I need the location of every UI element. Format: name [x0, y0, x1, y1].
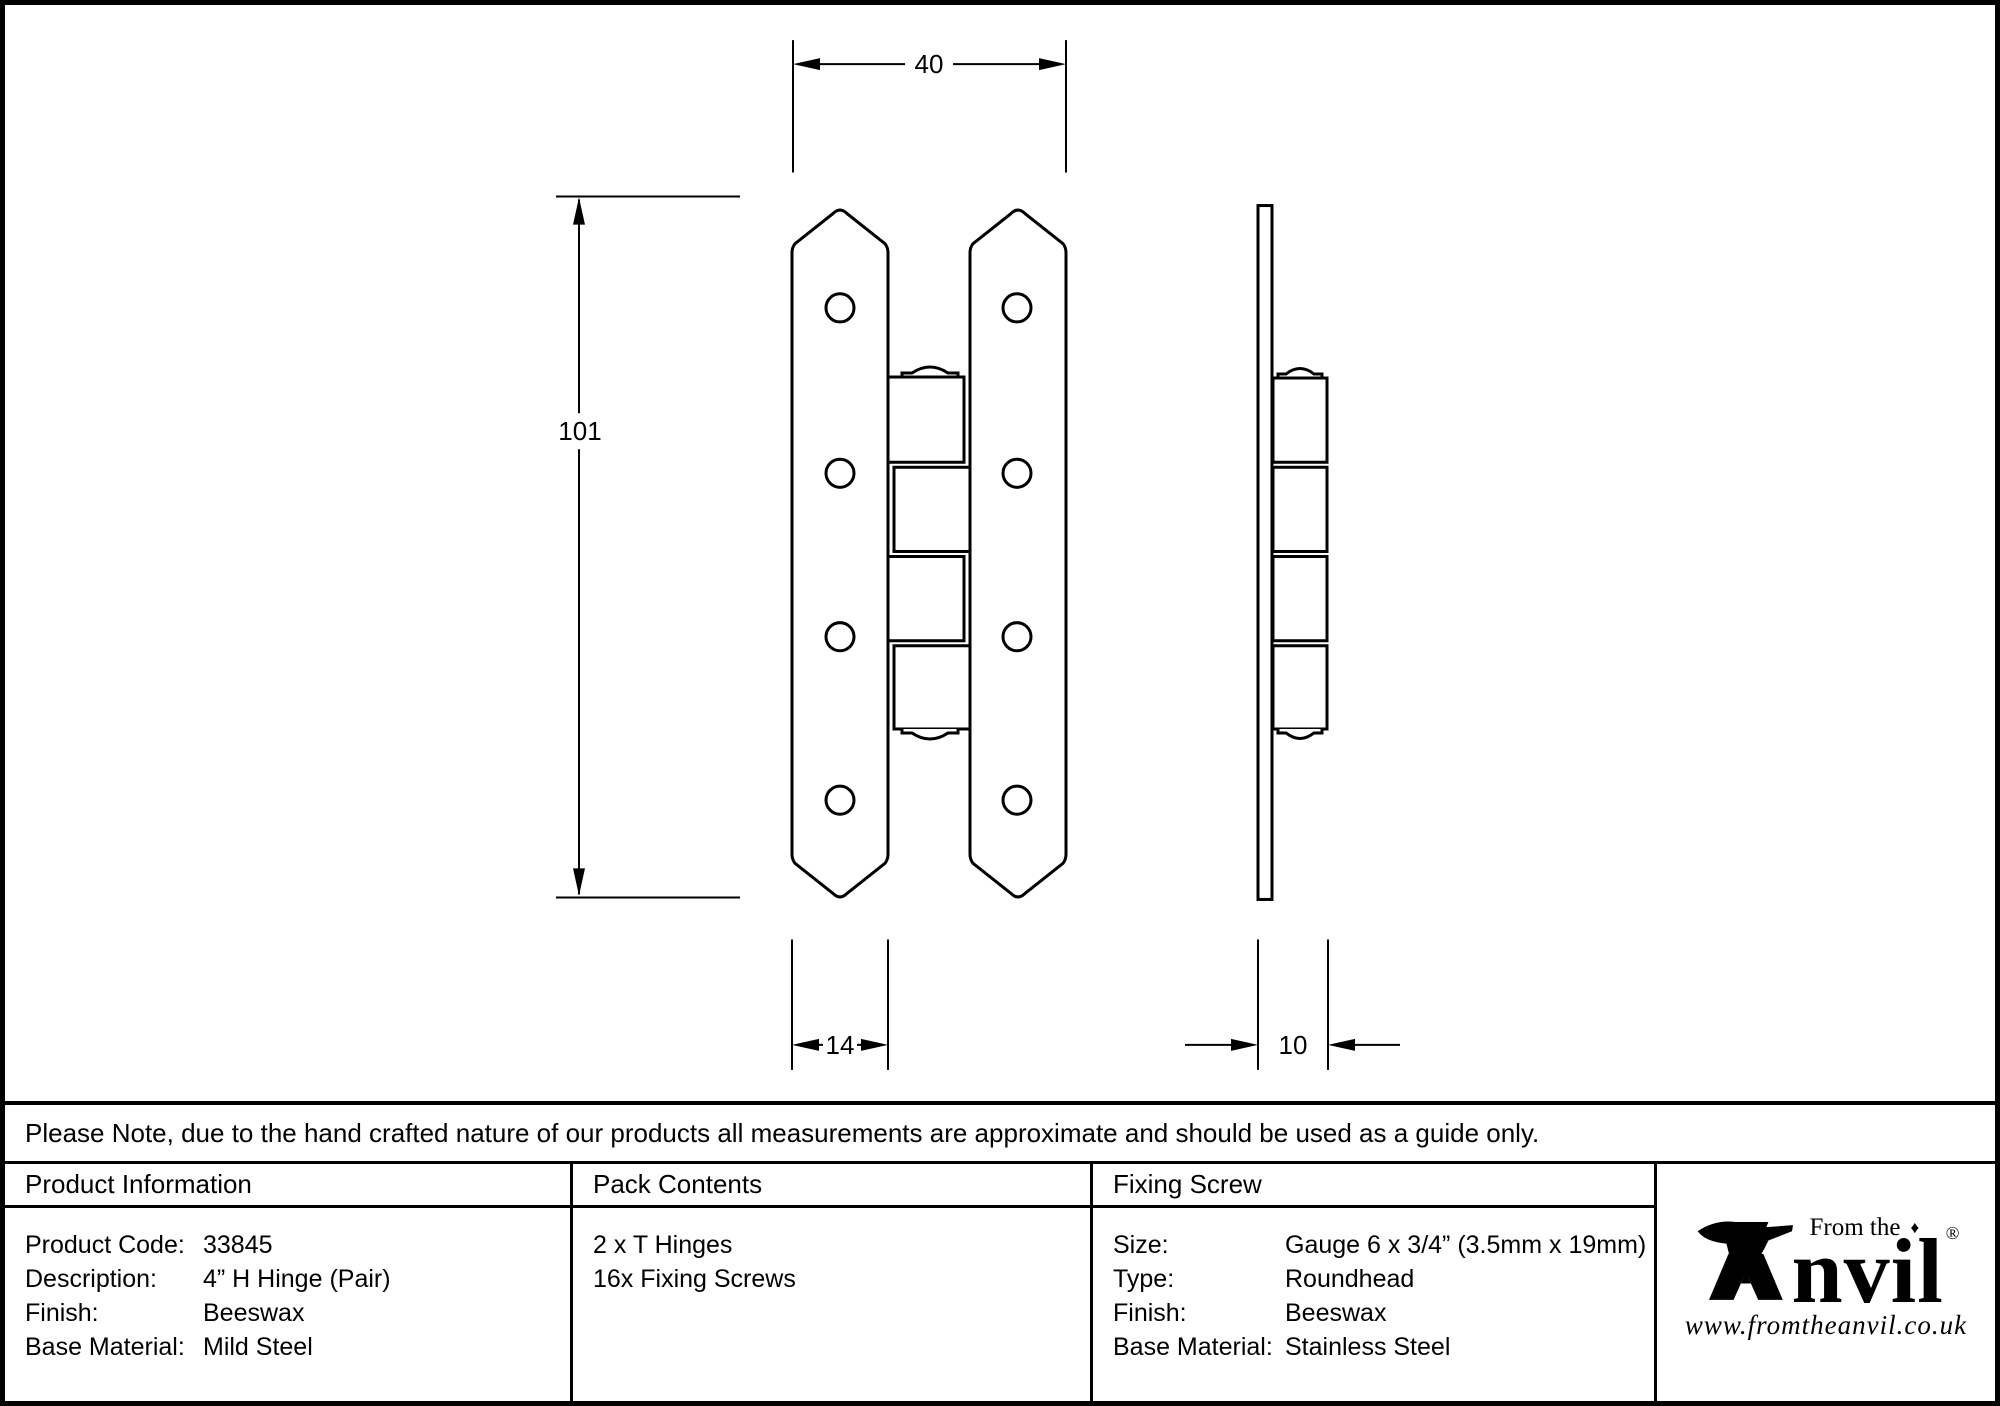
- row-value: Beeswax: [203, 1299, 305, 1327]
- pack-contents-column: Pack Contents 2 x T Hinges 16x Fixing Sc…: [570, 1164, 1090, 1401]
- brand-logo-cell: From the ♦ nvil® www.fromtheanvil.co.uk: [1654, 1164, 1995, 1401]
- table-row: Size: Gauge 6 x 3/4” (3.5mm x 19mm): [1113, 1228, 1654, 1262]
- arrowhead-right: [1231, 1038, 1258, 1051]
- technical-drawing-area: 40 101 14 10: [5, 5, 1995, 1105]
- dim-depth-label: 10: [1279, 1030, 1308, 1060]
- knuckle: [1271, 465, 1329, 553]
- pin-cap-top: [1276, 366, 1324, 379]
- row-label: Description:: [25, 1265, 157, 1293]
- logo-tagline: From the: [1809, 1213, 1901, 1241]
- screw-hole: [1001, 292, 1033, 324]
- pack-contents-body: 2 x T Hinges 16x Fixing Screws: [573, 1208, 1090, 1401]
- knuckle: [1271, 644, 1329, 731]
- product-information-header: Product Information: [5, 1164, 570, 1208]
- dimension-width-40: [792, 40, 1067, 173]
- arrowhead-right: [1039, 58, 1066, 71]
- row-value: 4” H Hinge (Pair): [203, 1265, 391, 1293]
- table-row: Product Code: 33845: [25, 1228, 570, 1262]
- list-item: 2 x T Hinges: [593, 1231, 733, 1259]
- table-row: Base Material: Stainless Steel: [1113, 1330, 1654, 1364]
- pin-cap-bottom: [1276, 728, 1324, 741]
- screw-hole: [824, 784, 856, 816]
- row-label: Finish:: [1113, 1299, 1187, 1327]
- hinge-drawing: 40 101 14 10: [556, 40, 1400, 1070]
- arrowhead-down: [573, 868, 585, 896]
- screw-hole: [1001, 784, 1033, 816]
- logo-wordmark: nvil®: [1791, 1219, 1961, 1322]
- table-row: Finish: Beeswax: [25, 1296, 570, 1330]
- pack-contents-header: Pack Contents: [573, 1164, 1090, 1208]
- arrowhead-left: [793, 58, 820, 71]
- knuckle: [886, 375, 966, 464]
- fixing-screw-column: Fixing Screw Size: Gauge 6 x 3/4” (3.5mm…: [1090, 1164, 1654, 1401]
- table-row: Finish: Beeswax: [1113, 1296, 1654, 1330]
- screw-hole: [1001, 457, 1033, 489]
- screw-hole: [1001, 621, 1033, 653]
- knuckle: [892, 465, 972, 553]
- front-view-right-leaf: [968, 208, 1068, 899]
- side-leaf: [1256, 204, 1274, 901]
- row-value: Beeswax: [1285, 1299, 1387, 1327]
- diamond-icon: ♦: [1910, 1217, 1920, 1237]
- dim-width-label: 40: [915, 49, 944, 79]
- knuckle: [892, 644, 972, 731]
- table-row: Type: Roundhead: [1113, 1262, 1654, 1296]
- dim-leaf-label: 14: [826, 1030, 855, 1060]
- registered-trademark-icon: ®: [1945, 1222, 1961, 1243]
- row-label: Base Material:: [25, 1333, 185, 1361]
- arrowhead-left: [1328, 1038, 1355, 1051]
- knuckle: [1271, 376, 1329, 464]
- pin-cap-top: [900, 365, 960, 378]
- row-label: Product Code:: [25, 1231, 185, 1259]
- fixing-screw-body: Size: Gauge 6 x 3/4” (3.5mm x 19mm) Type…: [1093, 1208, 1654, 1401]
- row-label: Size:: [1113, 1231, 1169, 1259]
- anvil-icon: [1697, 1220, 1793, 1300]
- pin-cap-bottom: [900, 728, 960, 741]
- fixing-screw-header: Fixing Screw: [1093, 1164, 1654, 1208]
- row-value: Stainless Steel: [1285, 1333, 1451, 1361]
- table-row: Description: 4” H Hinge (Pair): [25, 1262, 570, 1296]
- knuckle: [886, 555, 966, 643]
- row-value: Roundhead: [1285, 1265, 1415, 1293]
- screw-hole: [824, 457, 856, 489]
- dimension-depth-10: [1185, 939, 1400, 1070]
- screw-hole: [824, 621, 856, 653]
- screw-hole: [824, 292, 856, 324]
- arrowhead-up: [573, 197, 585, 225]
- list-item: 16x Fixing Screws: [593, 1265, 796, 1293]
- product-information-column: Product Information Product Code: 33845 …: [5, 1164, 570, 1401]
- dim-height-label: 101: [558, 416, 601, 446]
- row-label: Type:: [1113, 1265, 1175, 1293]
- measurement-note-text: Please Note, due to the hand crafted nat…: [25, 1117, 1540, 1148]
- dimension-height-101: [556, 195, 740, 899]
- table-row: Base Material: Mild Steel: [25, 1330, 570, 1364]
- row-value: 33845: [203, 1231, 273, 1259]
- logo-website-url: www.fromtheanvil.co.uk: [1684, 1309, 1968, 1340]
- from-the-anvil-logo: From the ♦ nvil® www.fromtheanvil.co.uk: [1685, 1214, 1967, 1340]
- arrowhead-left: [792, 1038, 819, 1051]
- front-view-barrel: [886, 365, 972, 741]
- row-value: Mild Steel: [203, 1333, 313, 1361]
- measurement-note-row: Please Note, due to the hand crafted nat…: [5, 1105, 1995, 1164]
- product-information-body: Product Code: 33845 Description: 4” H Hi…: [5, 1208, 570, 1401]
- product-info-table: Product Information Product Code: 33845 …: [5, 1164, 1995, 1401]
- side-view: [1256, 204, 1329, 901]
- dimension-leaf-14: [791, 939, 889, 1070]
- row-label: Base Material:: [1113, 1333, 1273, 1361]
- row-value: Gauge 6 x 3/4” (3.5mm x 19mm): [1285, 1231, 1647, 1259]
- arrowhead-right: [861, 1038, 888, 1051]
- row-label: Finish:: [25, 1299, 99, 1327]
- knuckle: [1271, 555, 1329, 643]
- front-view-left-leaf: [790, 208, 890, 899]
